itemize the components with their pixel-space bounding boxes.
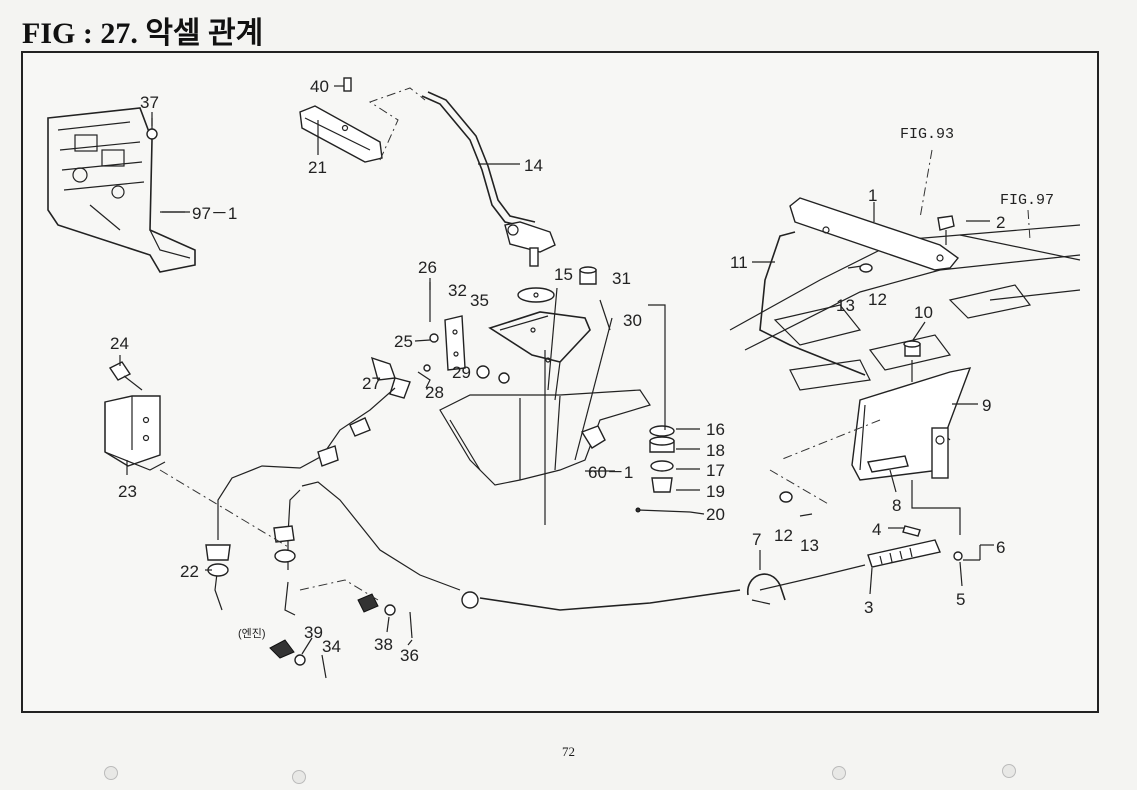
leader-21-14 <box>368 87 426 161</box>
label-12b: 12 <box>774 526 793 545</box>
part-15-washer <box>517 287 555 303</box>
part-5-6-nut <box>953 551 963 561</box>
part-21-pedal-grip <box>299 105 383 163</box>
label-7: 7 <box>752 530 761 549</box>
part-9-pedal-bracket <box>851 367 972 481</box>
label-2: 2 <box>996 213 1005 232</box>
part-13-pins <box>799 265 863 517</box>
part-7-clamp <box>747 573 786 605</box>
leader-engine-parts <box>299 579 379 601</box>
part-8-cable-end <box>867 455 909 473</box>
part-3-cable-adjuster <box>867 539 941 568</box>
punch-hole <box>292 770 306 784</box>
label-32: 32 <box>448 281 467 300</box>
part-14-accelerator-lever <box>421 91 556 267</box>
label-leaders <box>119 85 994 655</box>
leader-stack <box>648 304 666 430</box>
accelerator-bracket <box>488 311 591 401</box>
part-39-clip <box>269 639 295 659</box>
label-36: 36 <box>400 646 419 665</box>
part-32-bracket <box>444 315 466 371</box>
label-31: 31 <box>612 269 631 288</box>
part-37-nut <box>146 128 158 140</box>
label-13b: 13 <box>800 536 819 555</box>
label-18: 18 <box>706 441 725 460</box>
label-13a: 13 <box>836 296 855 315</box>
label-12a: 12 <box>868 290 887 309</box>
label-8: 8 <box>892 496 901 515</box>
part-31-bushing <box>579 266 597 285</box>
label-34: 34 <box>322 637 341 656</box>
label-fig97: FIG.97 <box>1000 192 1054 209</box>
leader-fig97 <box>1027 209 1031 241</box>
label-15: 15 <box>554 265 573 284</box>
part-25-clip <box>429 333 439 343</box>
label-40: 40 <box>310 77 329 96</box>
page-number: 72 <box>562 744 575 759</box>
leader-right-floor <box>769 419 881 506</box>
part-2-knob <box>937 215 955 245</box>
accelerator-cables <box>205 387 866 616</box>
parts-16-20-stack <box>635 425 691 513</box>
part-12-clips <box>779 263 873 503</box>
label-30: 30 <box>623 311 642 330</box>
label-24: 24 <box>110 334 129 353</box>
label-38: 38 <box>374 635 393 654</box>
label-19: 19 <box>706 482 725 501</box>
label-20: 20 <box>706 505 725 524</box>
label-21: 21 <box>308 158 327 177</box>
label-60-1: 60－1 <box>588 463 633 482</box>
label-14: 14 <box>524 156 543 175</box>
part-40-pin <box>343 77 352 92</box>
part-36-pin <box>409 611 413 639</box>
label-4: 4 <box>872 520 881 539</box>
label-37: 37 <box>140 93 159 112</box>
label-28: 28 <box>425 383 444 402</box>
label-engine: (엔진) <box>238 627 266 640</box>
figure-title: FIG : 27. 악셀 관계 <box>22 17 264 50</box>
part-28-clip <box>417 371 431 389</box>
leader-right-bracket <box>911 480 961 535</box>
part-38-washer <box>357 593 396 616</box>
punch-hole <box>1002 764 1016 778</box>
label-27: 27 <box>362 374 381 393</box>
punch-hole <box>832 766 846 780</box>
label-17: 17 <box>706 461 725 480</box>
part-23-cable-bracket <box>104 395 166 471</box>
part-34-washer-pin <box>294 654 327 679</box>
punch-hole <box>104 766 118 780</box>
label-39: 39 <box>304 623 323 642</box>
firewall-panel <box>47 107 196 273</box>
label-23: 23 <box>118 482 137 501</box>
label-5: 5 <box>956 590 965 609</box>
label-1: 1 <box>868 186 877 205</box>
part-29-pin <box>423 364 431 372</box>
label-26: 26 <box>418 258 437 277</box>
label-22: 22 <box>180 562 199 581</box>
part-24-bolt <box>108 361 143 391</box>
label-35: 35 <box>470 291 489 310</box>
part-10-stopper <box>903 340 921 382</box>
part-60-1-floor-panel <box>439 317 651 525</box>
label-16: 16 <box>706 420 725 439</box>
label-fig93: FIG.93 <box>900 126 954 143</box>
label-25: 25 <box>394 332 413 351</box>
label-97-1: 97－1 <box>192 204 237 223</box>
label-6: 6 <box>996 538 1005 557</box>
part-35-bushing <box>476 365 510 384</box>
part-30-link <box>547 287 611 391</box>
label-9: 9 <box>982 396 991 415</box>
leader-fig93 <box>919 149 933 219</box>
label-11: 11 <box>730 253 748 272</box>
floor-panel-right <box>729 224 1081 391</box>
part-11-rod <box>759 231 866 376</box>
label-3: 3 <box>864 598 873 617</box>
part-4-pin <box>902 525 921 537</box>
label-10: 10 <box>914 303 933 322</box>
label-29: 29 <box>452 363 471 382</box>
part-1-pedal-arm <box>789 197 960 271</box>
leader-cable-23 <box>159 469 291 549</box>
part-27-cable-end <box>370 356 411 399</box>
